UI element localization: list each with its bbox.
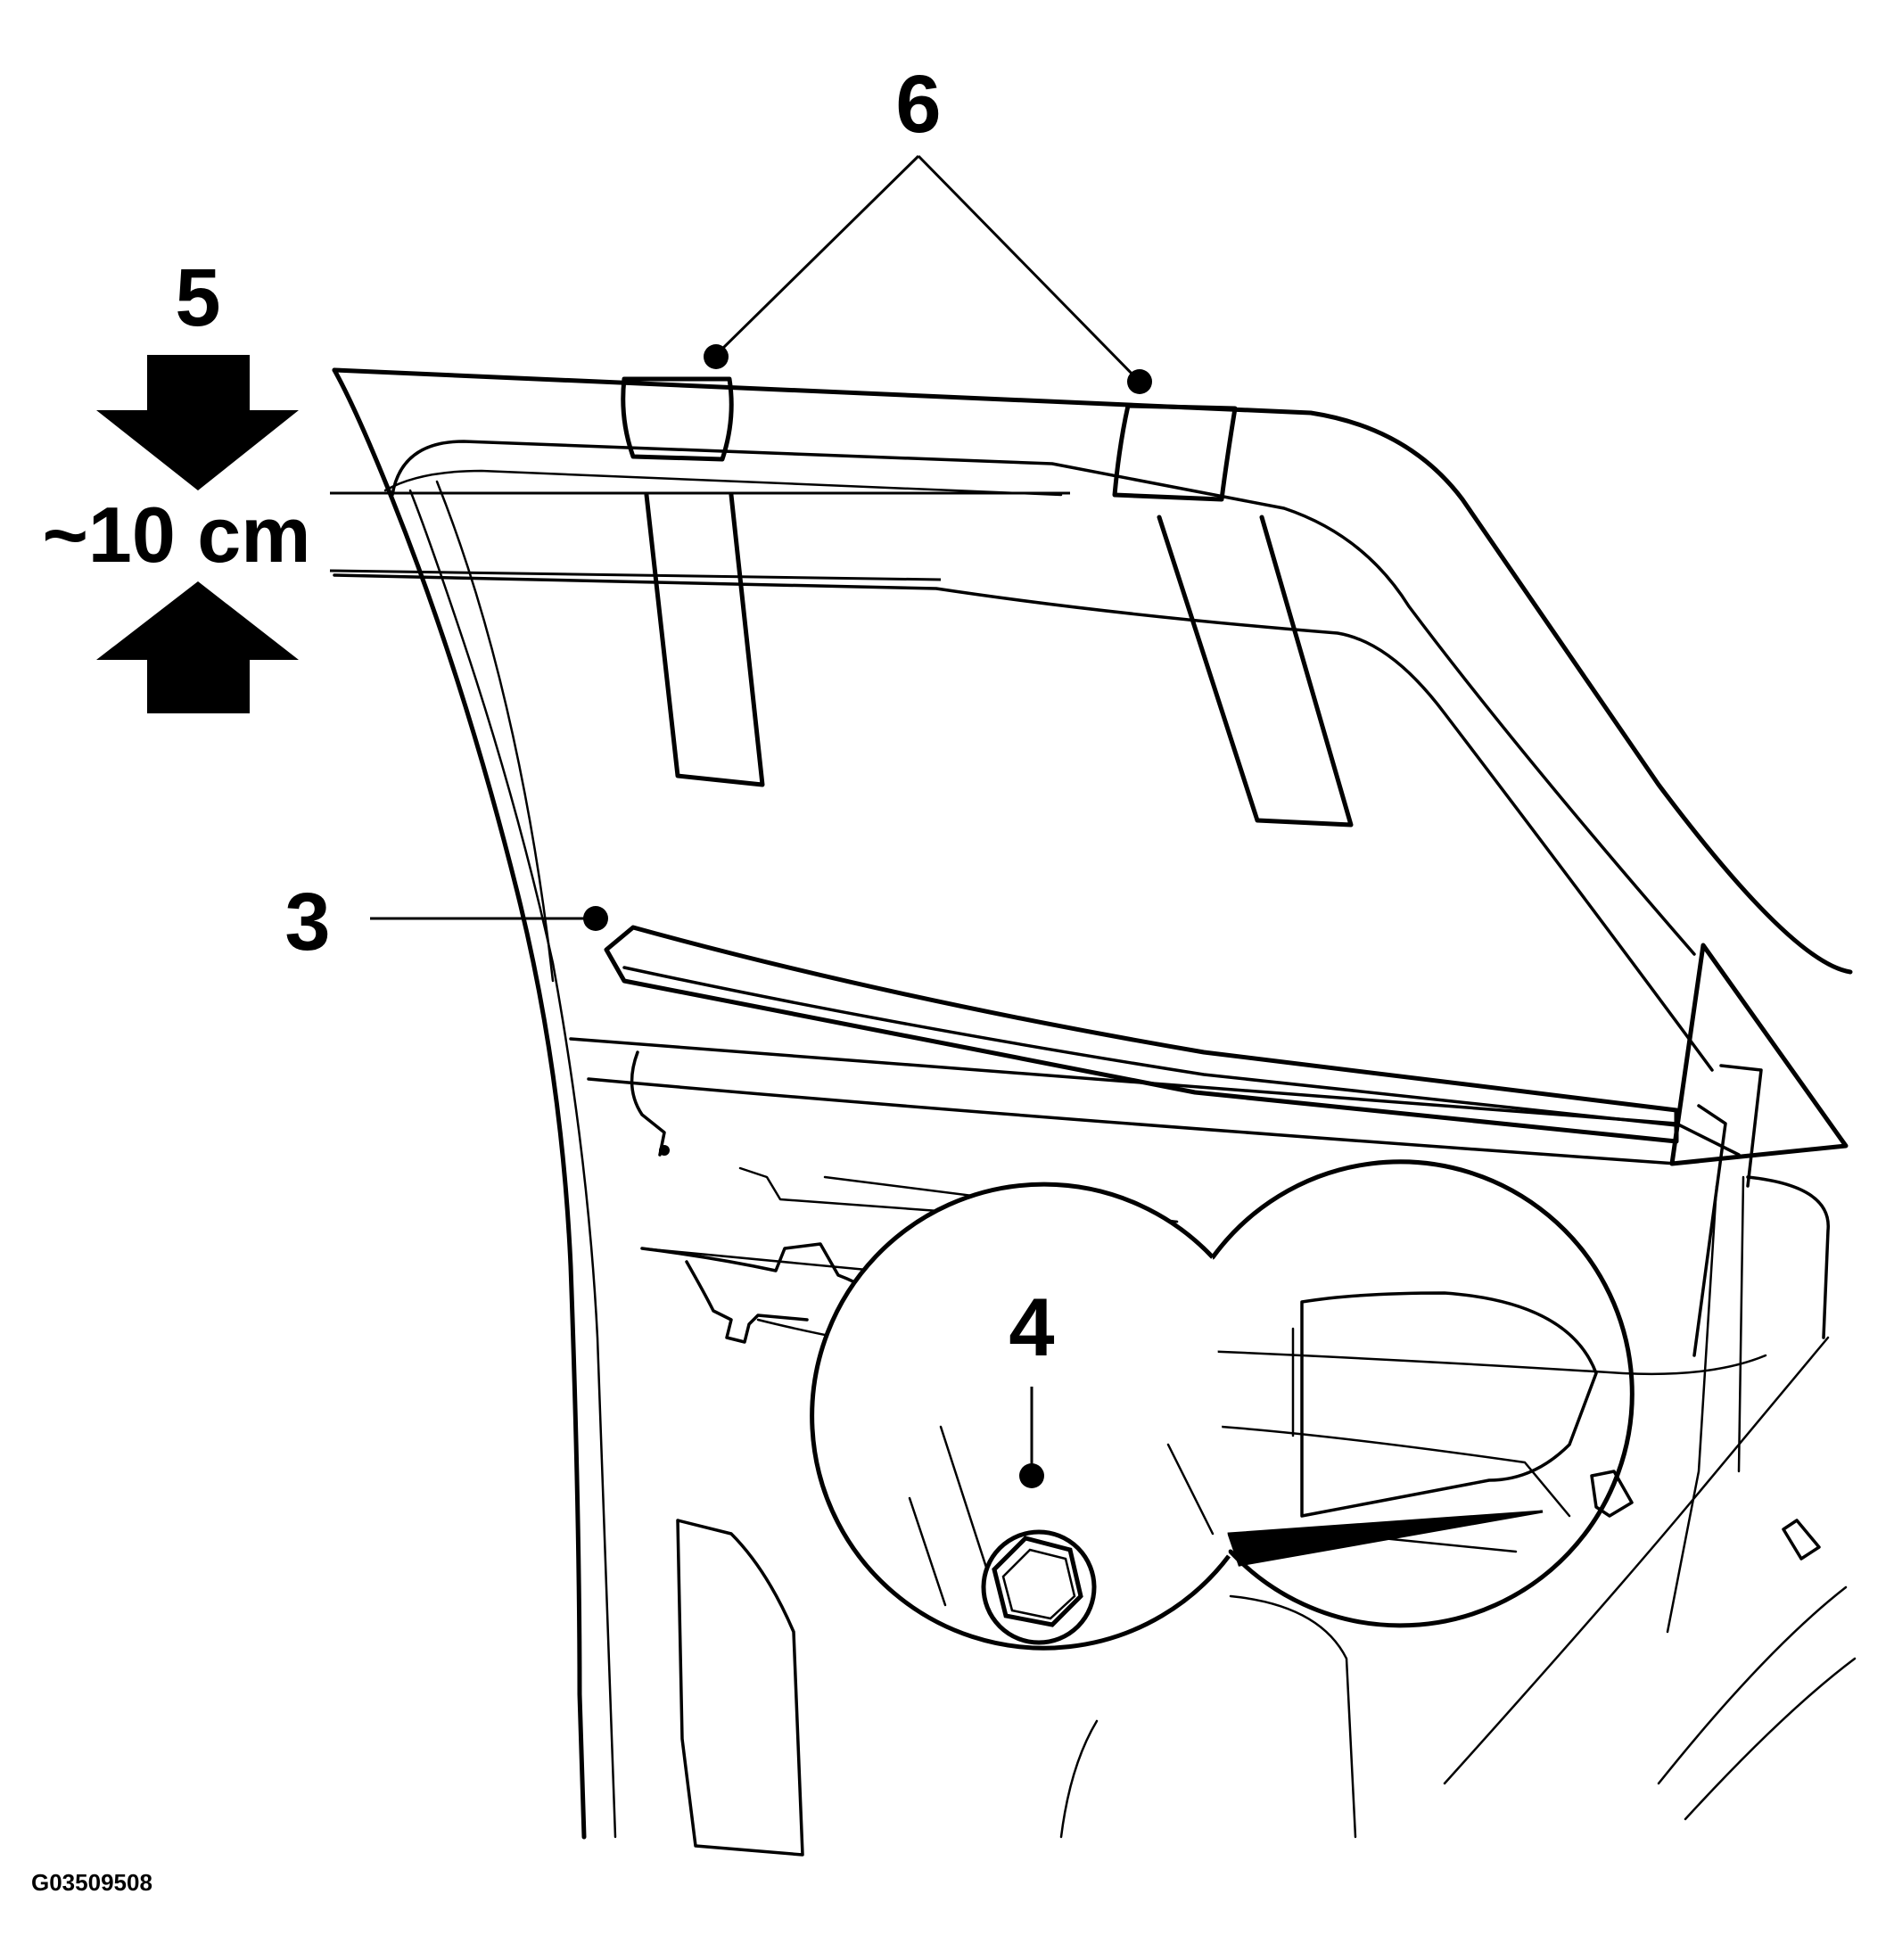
arrow-up-icon bbox=[96, 581, 299, 713]
bolt-detail-view bbox=[810, 1159, 1635, 1651]
callout-3: 3 bbox=[284, 877, 330, 968]
callout-leaders bbox=[329, 154, 1152, 1488]
bolt-icon bbox=[981, 1529, 1097, 1645]
upper-glass-channel bbox=[621, 376, 1354, 828]
callout-6: 6 bbox=[895, 59, 941, 150]
figure-id: G03509508 bbox=[31, 1869, 152, 1896]
callout-5: 5 bbox=[175, 252, 220, 343]
height-arrows bbox=[96, 355, 299, 713]
dimension-label: ~10 cm bbox=[43, 490, 311, 579]
callout-4: 4 bbox=[1009, 1282, 1054, 1373]
arrow-down-icon bbox=[96, 355, 299, 490]
glass-rail bbox=[604, 925, 1679, 1144]
door-frame bbox=[332, 367, 1853, 1840]
